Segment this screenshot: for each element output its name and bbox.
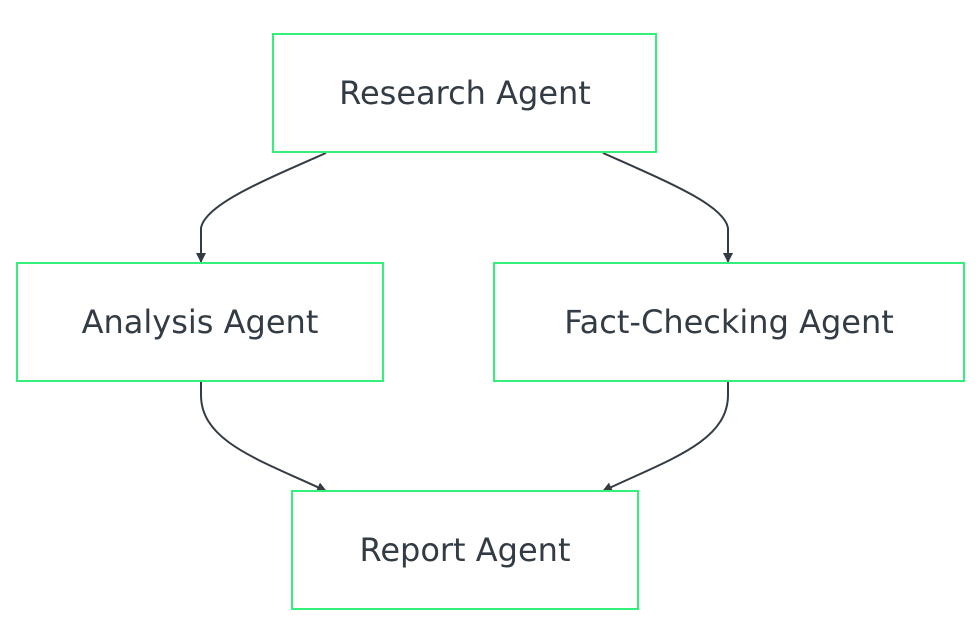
node-research-label: Research Agent	[339, 74, 591, 112]
node-analysis-label: Analysis Agent	[82, 303, 319, 341]
node-report-box	[291, 490, 639, 610]
node-report-agent: Report Agent	[291, 490, 639, 610]
edge-research-to-factcheck	[602, 152, 733, 263]
node-analysis-box	[16, 262, 384, 382]
node-research-box	[272, 33, 657, 153]
node-factcheck-agent: Fact-Checking Agent	[493, 262, 965, 382]
edge-research-to-analysis	[196, 152, 327, 263]
node-analysis-agent: Analysis Agent	[16, 262, 384, 382]
node-factcheck-box	[493, 262, 965, 382]
edge-factcheck-to-report	[602, 381, 729, 492]
edge-analysis-to-report	[200, 381, 327, 492]
node-factcheck-label: Fact-Checking Agent	[564, 303, 894, 341]
node-report-label: Report Agent	[360, 531, 571, 569]
node-research-agent: Research Agent	[272, 33, 657, 153]
